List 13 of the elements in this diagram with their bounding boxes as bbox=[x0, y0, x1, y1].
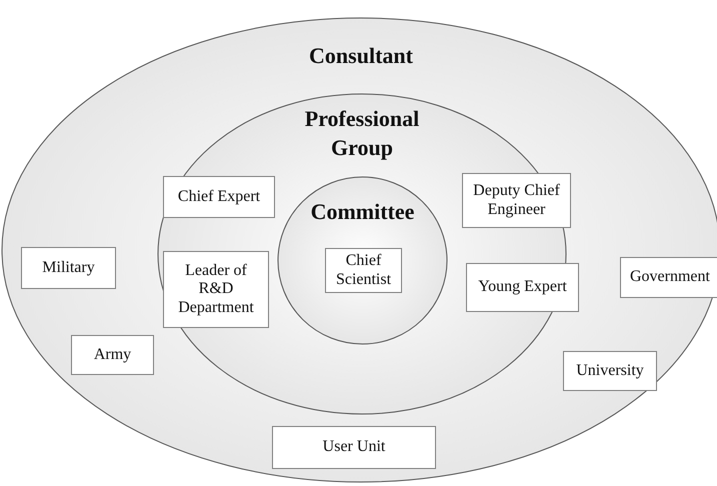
role-box: Military bbox=[21, 247, 116, 289]
group-title: Consultant bbox=[309, 42, 413, 70]
role-box: User Unit bbox=[272, 426, 436, 469]
role-box: Chief Scientist bbox=[325, 248, 402, 293]
group-title: Professional Group bbox=[304, 105, 420, 162]
role-box: University bbox=[563, 351, 657, 391]
role-box: Army bbox=[71, 335, 154, 375]
role-box: Government bbox=[620, 257, 717, 298]
role-box: Chief Expert bbox=[163, 176, 275, 218]
role-box: Deputy Chief Engineer bbox=[462, 173, 571, 228]
role-box: Leader of R&D Department bbox=[163, 251, 269, 328]
group-title: Committee bbox=[310, 198, 414, 226]
role-box: Young Expert bbox=[466, 263, 579, 312]
